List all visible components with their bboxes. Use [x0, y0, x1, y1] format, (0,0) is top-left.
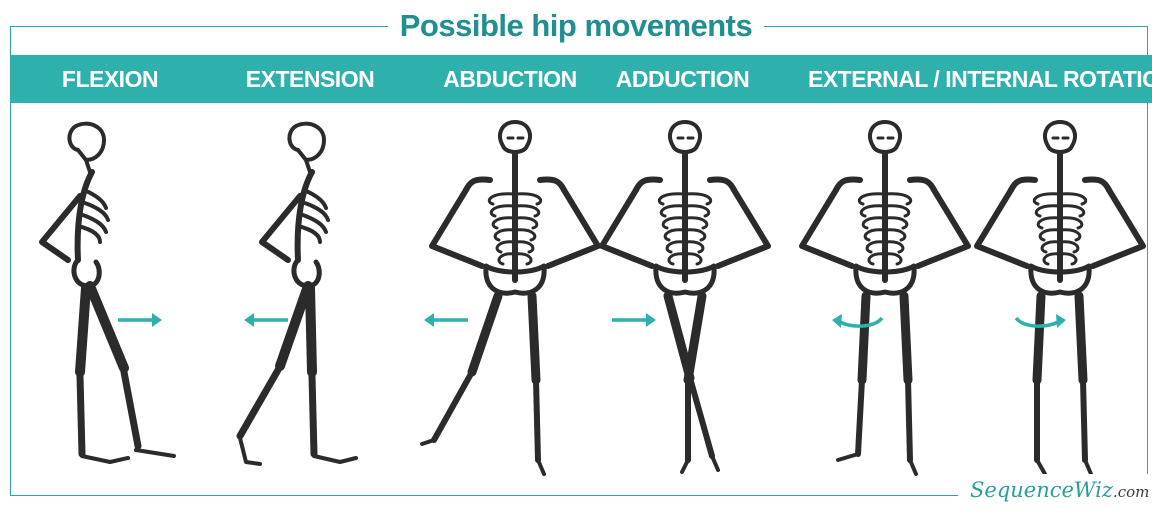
diagram-title: Possible hip movements: [0, 6, 1152, 46]
curved-arrow-icon: [828, 310, 888, 334]
curved-arrow-icon: [1010, 310, 1070, 334]
logo-domain: .com: [1113, 483, 1149, 501]
skeleton-internal-rotation-icon: [965, 110, 1152, 490]
label-extension: EXTENSION: [240, 55, 380, 103]
label-adduction: ADDUCTION: [610, 55, 755, 103]
brand-logo: SequenceWiz.com: [958, 474, 1152, 514]
title-text: Possible hip movements: [388, 6, 765, 46]
label-abduction: ABDUCTION: [440, 55, 580, 103]
skeleton-flexion-icon: [20, 110, 200, 490]
skeleton-extension-icon: [220, 110, 400, 490]
arrow-left-icon: [240, 310, 292, 330]
skeleton-external-rotation-icon: [790, 110, 980, 490]
skeleton-adduction-icon: [590, 110, 780, 490]
label-flexion: FLEXION: [40, 55, 180, 103]
arrow-right-icon: [608, 310, 660, 330]
skeleton-abduction-icon: [420, 110, 610, 490]
arrow-right-icon: [114, 310, 166, 330]
arrow-left-icon: [420, 310, 472, 330]
label-rotation: EXTERNAL / INTERNAL ROTATION: [808, 55, 1132, 103]
logo-text: SequenceWiz.com: [970, 478, 1149, 502]
logo-brand: SequenceWiz: [970, 478, 1113, 502]
